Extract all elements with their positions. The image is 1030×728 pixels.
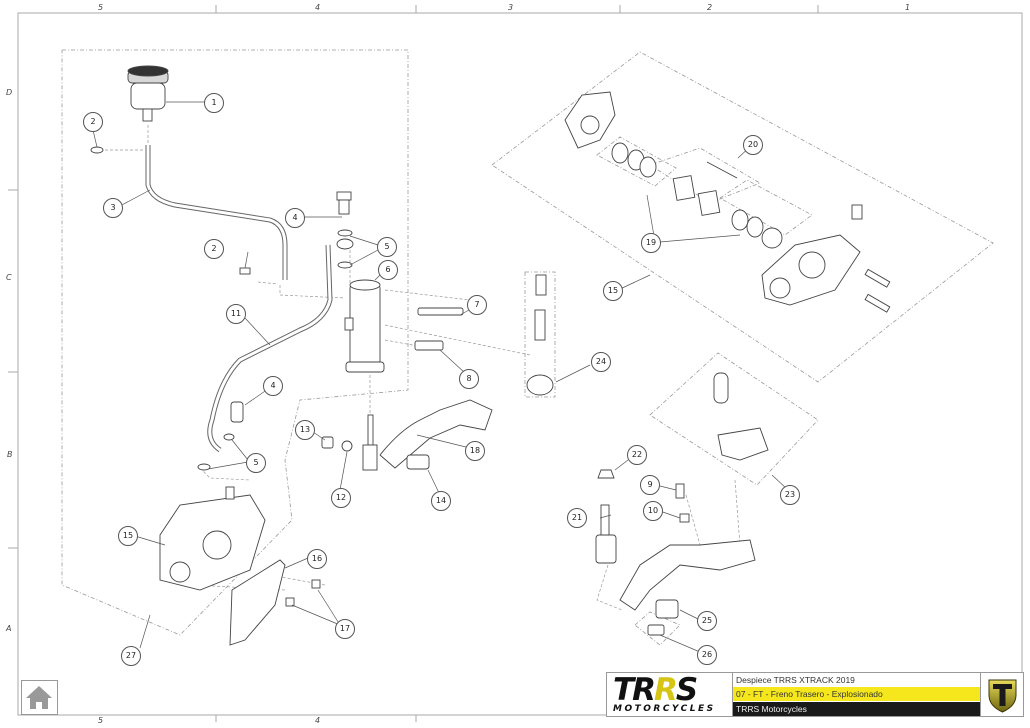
group-26-outline bbox=[634, 611, 681, 646]
callout-4[interactable]: 4 bbox=[263, 376, 283, 396]
callout-25[interactable]: 25 bbox=[697, 611, 717, 631]
callout-2[interactable]: 2 bbox=[83, 112, 103, 132]
brake-pad bbox=[672, 175, 696, 201]
master-cylinder bbox=[349, 284, 381, 366]
trrs-logo: TRRS MOTORCYCLES bbox=[607, 672, 732, 716]
logo-text-part1: TR bbox=[613, 672, 656, 708]
logo-wordmark: TRRS bbox=[613, 672, 698, 708]
home-icon bbox=[26, 686, 52, 709]
column-zone-2: 2 bbox=[707, 3, 713, 12]
group-19a-outline bbox=[596, 136, 677, 187]
callout-26[interactable]: 26 bbox=[697, 645, 717, 665]
callout-12[interactable]: 12 bbox=[331, 488, 351, 508]
row-zone-d: D bbox=[6, 88, 13, 97]
callout-19[interactable]: 19 bbox=[641, 233, 661, 253]
logo-subtext: MOTORCYCLES bbox=[613, 704, 716, 714]
callout-4[interactable]: 4 bbox=[285, 208, 305, 228]
callout-27[interactable]: 27 bbox=[121, 646, 141, 666]
group-27-outline bbox=[61, 49, 409, 636]
home-button[interactable] bbox=[21, 680, 58, 715]
row-zone-b: B bbox=[7, 450, 13, 459]
group-19b-outline bbox=[719, 179, 813, 236]
callout-1[interactable]: 1 bbox=[204, 93, 224, 113]
trrs-shield-icon bbox=[988, 679, 1017, 713]
group-23-outline bbox=[649, 352, 819, 486]
callout-14[interactable]: 14 bbox=[431, 491, 451, 511]
callout-5[interactable]: 5 bbox=[377, 237, 397, 257]
callout-16[interactable]: 16 bbox=[307, 549, 327, 569]
column-zone-4: 4 bbox=[315, 3, 321, 12]
callout-7[interactable]: 7 bbox=[467, 295, 487, 315]
company-name: TRRS Motorcycles bbox=[733, 702, 981, 716]
callout-13[interactable]: 13 bbox=[295, 420, 315, 440]
callout-24[interactable]: 24 bbox=[591, 352, 611, 372]
title-block: TRRS MOTORCYCLES Despiece TRRS XTRACK 20… bbox=[606, 672, 1024, 717]
callout-11[interactable]: 11 bbox=[226, 304, 246, 324]
column-zone-4-bottom: 4 bbox=[315, 716, 321, 725]
callout-8[interactable]: 8 bbox=[459, 369, 479, 389]
callout-2[interactable]: 2 bbox=[204, 239, 224, 259]
callout-17[interactable]: 17 bbox=[335, 619, 355, 639]
callout-20[interactable]: 20 bbox=[743, 135, 763, 155]
sheet-border bbox=[17, 12, 1023, 716]
callout-15[interactable]: 15 bbox=[603, 281, 623, 301]
column-zone-5: 5 bbox=[98, 3, 104, 12]
reservoir-body bbox=[130, 82, 166, 110]
callout-3[interactable]: 3 bbox=[103, 198, 123, 218]
callout-5[interactable]: 5 bbox=[246, 453, 266, 473]
shield-logo-cell bbox=[980, 673, 1024, 716]
callout-21[interactable]: 21 bbox=[567, 508, 587, 528]
column-zone-3: 3 bbox=[508, 3, 514, 12]
callout-23[interactable]: 23 bbox=[780, 485, 800, 505]
group-15-outline bbox=[491, 51, 994, 383]
brake-pad bbox=[697, 190, 721, 216]
column-zone-5-bottom: 5 bbox=[98, 716, 104, 725]
drawing-subtitle: 07 - FT - Freno Trasero - Explosionado bbox=[733, 687, 981, 701]
callout-10[interactable]: 10 bbox=[643, 501, 663, 521]
callout-15[interactable]: 15 bbox=[118, 526, 138, 546]
pedal-tip bbox=[717, 427, 769, 461]
caliper-guard bbox=[229, 559, 286, 646]
title-info: Despiece TRRS XTRACK 2019 07 - FT - Fren… bbox=[732, 673, 981, 716]
callout-9[interactable]: 9 bbox=[640, 475, 660, 495]
row-zone-c: C bbox=[6, 273, 12, 282]
brake-lever bbox=[619, 539, 756, 611]
logo-text-accent: R bbox=[654, 672, 678, 708]
callout-18[interactable]: 18 bbox=[465, 441, 485, 461]
logo-text-part2: S bbox=[675, 672, 698, 708]
callout-6[interactable]: 6 bbox=[378, 260, 398, 280]
group-24-outline bbox=[524, 271, 556, 398]
row-zone-a: A bbox=[6, 624, 12, 633]
column-zone-1: 1 bbox=[905, 3, 911, 12]
callout-22[interactable]: 22 bbox=[627, 445, 647, 465]
drawing-title: Despiece TRRS XTRACK 2019 bbox=[733, 673, 981, 687]
